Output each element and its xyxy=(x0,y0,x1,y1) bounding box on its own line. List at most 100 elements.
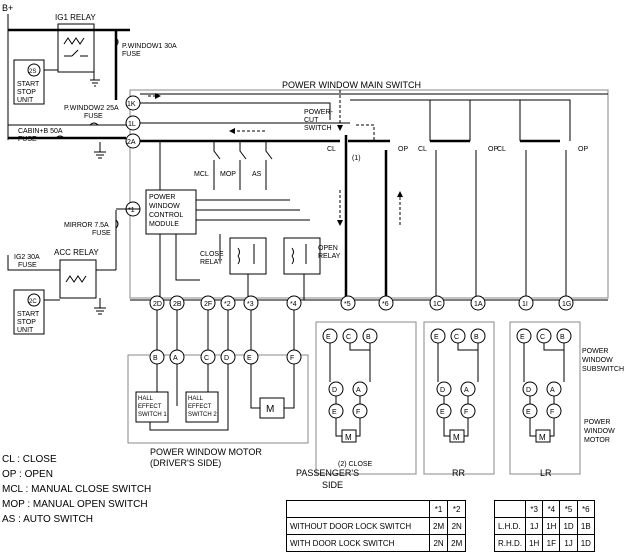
legend-item: MOP : MANUAL OPEN SWITCH xyxy=(2,499,148,510)
svg-text:HALL: HALL xyxy=(188,396,204,402)
main-switch-frame xyxy=(129,89,609,299)
svg-text:RELAY: RELAY xyxy=(200,259,223,266)
svg-text:EFFECT: EFFECT xyxy=(138,404,162,410)
svg-text:POWER-: POWER- xyxy=(304,109,333,116)
open-relay xyxy=(283,237,321,275)
pin-x4-label: *4 xyxy=(290,301,297,308)
passenger-sub-pin-e-label: E xyxy=(326,334,331,341)
passenger-motor-pin-f-label: F xyxy=(356,409,360,416)
svg-text:START: START xyxy=(17,311,40,318)
pin-1a-label: 1A xyxy=(474,301,483,308)
svg-text:SWITCH 2: SWITCH 2 xyxy=(188,412,217,418)
ig1-relay-coil xyxy=(63,37,85,45)
svg-text:CL: CL xyxy=(497,146,506,153)
rr-sub-pin-b-label: B xyxy=(474,334,479,341)
svg-text:MOTOR: MOTOR xyxy=(584,437,610,444)
pin-1a xyxy=(470,295,486,311)
pin-1i xyxy=(518,295,534,311)
passenger-sub-pin-d-label: D xyxy=(332,387,337,394)
driver-pin-f-label: F xyxy=(290,355,294,362)
svg-text:FUSE: FUSE xyxy=(18,136,37,143)
pw-control-module xyxy=(145,189,197,235)
legend-item: MCL : MANUAL CLOSE SWITCH xyxy=(2,484,152,495)
passenger-motor-symbol: M xyxy=(345,433,352,442)
svg-text:POWER: POWER xyxy=(582,348,608,355)
passenger-motor xyxy=(341,429,357,443)
pwindow2-fuse xyxy=(89,122,99,126)
connector-table-left: *1 *2 WITHOUT DOOR LOCK SWITCH 2M 2N WIT… xyxy=(286,500,467,552)
legend-item: CL : CLOSE xyxy=(2,454,57,465)
svg-text:POWER: POWER xyxy=(584,419,610,426)
passenger-subswitch-frame xyxy=(315,321,417,475)
pin-2d-label: 2D xyxy=(153,301,162,308)
pin-x5 xyxy=(340,295,356,311)
svg-text:CL: CL xyxy=(327,146,336,153)
svg-text:POWER WINDOW MOTOR: POWER WINDOW MOTOR xyxy=(150,447,262,457)
pin-x6-label: *6 xyxy=(382,301,389,308)
legend-item: OP : OPEN xyxy=(2,469,53,480)
svg-text:START: START xyxy=(17,81,40,88)
svg-text:AS: AS xyxy=(252,171,262,178)
rr-sub-pin-c-label: C xyxy=(454,334,459,341)
svg-text:EFFECT: EFFECT xyxy=(188,404,212,410)
svg-text:CUT: CUT xyxy=(304,117,319,124)
svg-text:FUSE: FUSE xyxy=(92,230,111,237)
lr-motor-pin-f-label: F xyxy=(550,409,554,416)
ig1-relay-label: IG1 RELAY xyxy=(55,13,96,22)
connector-2s xyxy=(27,63,41,77)
ground-icon-2a xyxy=(94,142,106,159)
pin-2b-label: 2B xyxy=(173,301,182,308)
svg-text:STOP: STOP xyxy=(17,89,36,96)
cabin-fuse xyxy=(55,135,65,139)
svg-text:FUSE: FUSE xyxy=(84,113,103,120)
driver-pin-d-label: D xyxy=(224,355,229,362)
ig1-relay xyxy=(57,23,95,73)
svg-text:CONTROL: CONTROL xyxy=(149,212,183,219)
pin-2f-label: 2F xyxy=(204,301,212,308)
svg-text:SWITCH 1: SWITCH 1 xyxy=(138,412,167,418)
driver-pin-b-label: B xyxy=(153,355,158,362)
ig1-relay-contact xyxy=(64,49,88,57)
lr-subswitch-frame xyxy=(509,321,581,475)
lr-motor xyxy=(535,429,551,443)
svg-text:SIDE: SIDE xyxy=(322,480,343,490)
rr-subswitch-frame xyxy=(423,321,495,475)
svg-text:M: M xyxy=(266,404,274,415)
svg-text:MODULE: MODULE xyxy=(149,221,179,228)
svg-text:OP: OP xyxy=(488,146,498,153)
svg-text:SWITCH: SWITCH xyxy=(304,125,332,132)
rr-motor-symbol: M xyxy=(453,433,460,442)
svg-text:P.WINDOW2 25A: P.WINDOW2 25A xyxy=(64,105,119,112)
driver-pin-e-label: E xyxy=(247,355,252,362)
rr-sub-pin-e-label: E xyxy=(434,334,439,341)
svg-text:PASSENGER'S: PASSENGER'S xyxy=(296,468,359,478)
lr-sub-pin-c-label: C xyxy=(540,334,545,341)
driver-pin-a-label: A xyxy=(173,355,178,362)
driver-motor-frame xyxy=(127,354,309,444)
rr-motor-pin-e-label: E xyxy=(440,409,445,416)
pin-x2-label: *2 xyxy=(224,301,231,308)
svg-text:STOP: STOP xyxy=(17,319,36,326)
lr-motor-symbol: M xyxy=(539,433,546,442)
passenger-sub-pin-c-label: C xyxy=(346,334,351,341)
hall-effect-switch-1 xyxy=(135,391,169,423)
svg-text:CLOSE: CLOSE xyxy=(200,251,224,258)
ground-icon xyxy=(90,70,100,87)
supply-label: B+ xyxy=(2,3,13,13)
svg-text:HALL: HALL xyxy=(138,396,154,402)
passenger-sub-pin-b-label: B xyxy=(366,334,371,341)
pin-1c xyxy=(429,295,445,311)
svg-text:2S: 2S xyxy=(29,69,36,75)
svg-text:OP: OP xyxy=(578,146,588,153)
svg-text:OP: OP xyxy=(398,146,408,153)
main-switch-left-pins: 1K 1L 2A *1 xyxy=(125,95,141,217)
pin-x3-label: *3 xyxy=(247,301,254,308)
legend: CL : CLOSE OP : OPEN MCL : MANUAL CLOSE … xyxy=(2,452,151,527)
svg-text:MCL: MCL xyxy=(194,171,209,178)
svg-text:FUSE: FUSE xyxy=(122,51,141,58)
svg-text:WINDOW: WINDOW xyxy=(149,203,180,210)
pin-1i-label: 1I xyxy=(522,301,528,308)
lr-sub-pin-e-label: E xyxy=(520,334,525,341)
